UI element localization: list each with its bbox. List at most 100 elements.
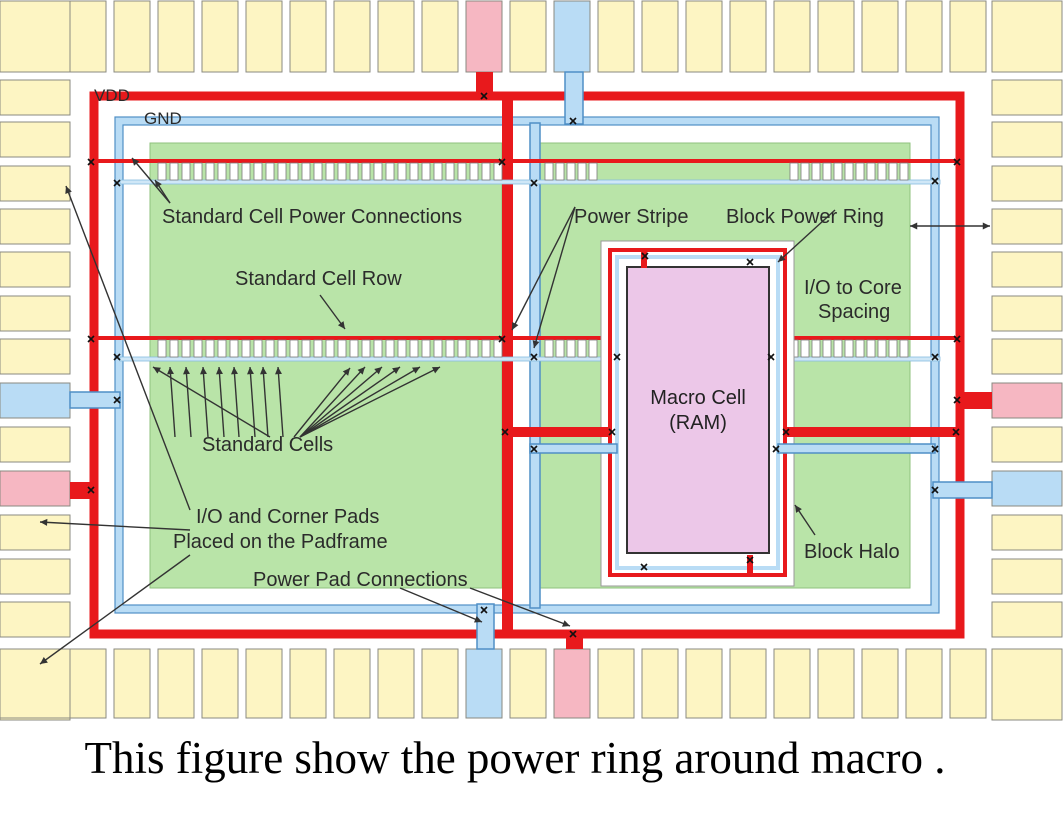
gnd-rail (119, 356, 941, 362)
standard-cell (577, 339, 587, 358)
via-marker (87, 335, 95, 343)
vdd-pad-connection (476, 72, 493, 98)
left-pad (0, 426, 71, 463)
right-pad (991, 470, 1063, 507)
standard-cell (385, 339, 395, 358)
gnd-rail (119, 179, 941, 185)
annotation-arrow (231, 366, 240, 438)
via-marker (782, 428, 790, 436)
standard-cell (277, 339, 287, 358)
standard-cell (457, 162, 467, 181)
standard-cell (811, 339, 821, 358)
standard-cell (265, 162, 275, 181)
via-marker (480, 606, 488, 614)
top-pad (773, 0, 811, 73)
label-pads-1: I/O and Corner Pads (196, 506, 379, 528)
standard-cell (544, 162, 554, 181)
gnd-pad-connection (564, 71, 584, 125)
annotation-arrow (299, 366, 366, 438)
left-pad (0, 79, 71, 116)
standard-cell (433, 339, 443, 358)
standard-cell (169, 339, 179, 358)
annotation-arrow (216, 366, 225, 438)
standard-cell (289, 162, 299, 181)
via-marker (952, 428, 960, 436)
via-marker (530, 353, 538, 361)
via-marker (931, 177, 939, 185)
standard-cell (822, 162, 832, 181)
bottom-pad (289, 648, 327, 719)
standard-cell (409, 162, 419, 181)
standard-cell (241, 162, 251, 181)
power-ring-diagram: VDD GND Macro Cell (RAM) Standard Cell P… (0, 0, 1063, 721)
core-area-left (149, 142, 503, 589)
standard-cell (313, 162, 323, 181)
annotation-arrow (131, 157, 171, 204)
standard-cell (822, 339, 832, 358)
macro-label-1: Macro Cell (650, 387, 746, 409)
block-gnd-ring (615, 255, 780, 570)
standard-cell (833, 339, 843, 358)
standard-cell (789, 162, 799, 181)
left-pad (0, 295, 71, 332)
annotation-arrow (299, 366, 421, 438)
standard-cell (301, 162, 311, 181)
standard-cell (313, 339, 323, 358)
bottom-pad (729, 648, 767, 719)
top-pad (245, 0, 283, 73)
annotation-arrow (167, 366, 176, 438)
via-marker (746, 556, 754, 564)
gnd-pad-connection (69, 391, 121, 409)
bottom-pad (553, 648, 591, 719)
via-marker (113, 179, 121, 187)
standard-cell (833, 162, 843, 181)
top-pad (597, 0, 635, 73)
left-pad (0, 208, 71, 245)
standard-cell (265, 339, 275, 358)
standard-cell (385, 162, 395, 181)
via-marker (530, 179, 538, 187)
bottom-pad (69, 648, 107, 719)
via-marker (613, 353, 621, 361)
via-marker (501, 428, 509, 436)
right-pad (991, 558, 1063, 595)
annotation-arrow (260, 366, 269, 438)
label-pads-2: Placed on the Padframe (173, 531, 388, 553)
bottom-pad (333, 648, 371, 719)
left-pad (0, 514, 71, 551)
vdd-label: VDD (94, 86, 130, 105)
standard-cell (566, 162, 576, 181)
via-marker (772, 445, 780, 453)
left-pad (0, 558, 71, 595)
corner-pad (0, 0, 71, 73)
macro-label-2: (RAM) (669, 412, 727, 434)
via-marker (113, 396, 121, 404)
top-pad (333, 0, 371, 73)
standard-cell (229, 162, 239, 181)
label-power-pad: Power Pad Connections (253, 569, 468, 591)
top-pad (685, 0, 723, 73)
bottom-pad (861, 648, 899, 719)
standard-cell (800, 339, 810, 358)
standard-cell (337, 339, 347, 358)
via-marker (767, 353, 775, 361)
annotation-arrows (39, 157, 990, 665)
standard-cell (277, 162, 287, 181)
corner-pad (991, 0, 1063, 73)
top-pad (641, 0, 679, 73)
annotation-arrow (299, 366, 383, 438)
standard-cell (373, 162, 383, 181)
top-pad (905, 0, 943, 73)
standard-cell (241, 339, 251, 358)
label-io-core-1: I/O to Core (804, 277, 902, 299)
left-pad (0, 251, 71, 288)
left-pad (0, 601, 71, 638)
standard-cell (855, 162, 865, 181)
standard-cell (157, 162, 167, 181)
vdd-macro-tap (747, 555, 753, 575)
standard-cell (481, 162, 491, 181)
label-block-halo: Block Halo (804, 541, 900, 563)
standard-cell (888, 339, 898, 358)
bottom-pad (817, 648, 855, 719)
bottom-pad (157, 648, 195, 719)
